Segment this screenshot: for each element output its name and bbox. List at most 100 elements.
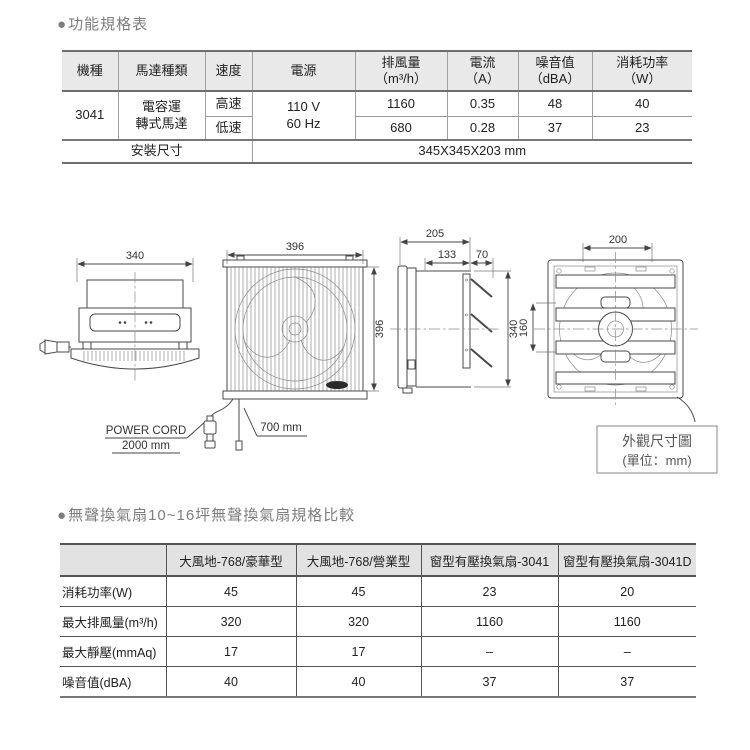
cell-value: 23	[420, 575, 559, 607]
cell-value: 320	[165, 606, 297, 637]
spec-airflow-low: 680	[354, 116, 448, 141]
rear-view-pitch-dim: 200	[609, 234, 627, 246]
noise-label: 噪音值	[535, 54, 575, 70]
compare-row-watt: 消耗功率(W) 45 45 23 20	[59, 575, 697, 607]
cell-value: 17	[165, 636, 297, 667]
side-view-height-dim: 340	[508, 320, 520, 338]
compare-header-row: 大風地-768/豪華型 大風地-768/營業型 窗型有壓換氣扇-3041 窗型有…	[59, 544, 697, 577]
section1-title: ●功能規格表	[57, 13, 148, 34]
cell-value: 17	[295, 636, 422, 667]
cell-value: –	[420, 636, 559, 667]
spec-watt-high: 40	[591, 91, 693, 117]
compare-row-pressure: 最大靜壓(mmAq) 17 17 – –	[59, 636, 697, 667]
compare-header-product2: 大風地-768/營業型	[295, 544, 422, 577]
plug-drawing	[203, 415, 217, 449]
indicator-dots	[118, 321, 153, 324]
cell-value: 45	[165, 575, 297, 607]
compare-header-blank	[59, 544, 167, 577]
compare-header-product3: 窗型有壓換氣扇-3041	[420, 544, 559, 577]
spec-row-low-speed: 低速 680 0.28 37 23	[62, 116, 693, 141]
cell-value: 40	[165, 666, 297, 697]
spec-current-low: 0.28	[446, 116, 519, 141]
cell-value: 320	[295, 606, 422, 637]
spec-row-high-speed: 3041 電容運 轉式馬達 高速 110 V 60 Hz 1160 0.35 4…	[61, 91, 693, 141]
motor-line1: 電容運	[141, 99, 181, 115]
spec-speed-low: 低速	[204, 116, 253, 141]
cell-value: 1160	[557, 606, 697, 637]
rear-view-cutout-dim: 160	[518, 319, 530, 337]
bullet-icon: ●	[57, 507, 68, 524]
compare-row-airflow: 最大排風量(m³/h) 320 320 1160 1160	[59, 606, 697, 637]
cell-value: 40	[295, 666, 422, 697]
cell-value: 20	[557, 575, 697, 607]
compare-header-product1: 大風地-768/豪華型	[165, 544, 297, 577]
power-cord-label: POWER CORD 2000 mm	[105, 420, 207, 454]
install-value: 345X345X203 mm	[251, 140, 693, 162]
caption-line1: 外觀尺寸圖	[622, 433, 692, 449]
spec-header-row: 機種 馬達種類 速度 電源 排風量 （m³/h） 電流 （A） 噪音值 （dBA…	[61, 52, 693, 92]
section1-title-text: 功能規格表	[68, 16, 149, 33]
side-view-depth-dim: 205	[426, 228, 444, 240]
spec-motor-value: 電容運 轉式馬達	[117, 91, 206, 141]
spec-header-motor: 馬達種類	[117, 52, 206, 92]
power-line2: 60 Hz	[286, 115, 321, 131]
cell-value: 37	[420, 666, 559, 697]
spec-noise-low: 37	[517, 116, 593, 141]
spec-speed-high: 高速	[204, 91, 253, 117]
bullet-icon: ●	[57, 16, 68, 33]
drawing-caption-box: 外觀尺寸圖 (單位：mm)	[596, 425, 718, 474]
spec-header-noise: 噪音值 （dBA）	[517, 52, 593, 92]
rear-cord	[676, 396, 696, 423]
spec-current-high: 0.35	[446, 91, 519, 117]
power-cord-text: POWER CORD	[106, 425, 187, 437]
section2-title-text: 無聲換氣扇10~16坪無聲換氣扇規格比較	[68, 507, 356, 524]
caption-line2: (單位：mm)	[622, 453, 691, 468]
compare-row-noise: 噪音值(dBA) 40 40 37 37	[59, 666, 697, 697]
cord-700-dim: 700 mm	[260, 422, 302, 434]
louver-blades	[470, 278, 493, 368]
spec-header-airflow: 排風量 （m³/h）	[354, 52, 448, 92]
pull-cord-knob	[235, 440, 243, 451]
noise-unit: （dBA）	[529, 71, 581, 86]
comparison-table: 大風地-768/豪華型 大風地-768/營業型 窗型有壓換氣扇-3041 窗型有…	[59, 543, 697, 698]
top-view-drawing: 340	[39, 250, 200, 382]
front-view-height-dim: 396	[374, 320, 386, 338]
spec-header-watt: 消耗功率 （W）	[591, 52, 693, 92]
current-unit: （A）	[465, 71, 500, 86]
side-view-louver-dim: 70	[476, 249, 488, 261]
spec-header-power: 電源	[251, 52, 356, 92]
section2-title: ●無聲換氣扇10~16坪無聲換氣扇規格比較	[57, 504, 355, 525]
spec-header-speed: 速度	[204, 52, 253, 92]
dimension-drawing: 340 POWER CORD 2000 mm	[39, 228, 718, 474]
rear-view-drawing: 200	[518, 234, 698, 423]
spec-model-value: 3041	[61, 91, 119, 141]
spec-airflow-high: 1160	[354, 91, 448, 117]
compare-header-product4: 窗型有壓換氣扇-3041D	[557, 544, 697, 577]
spec-header-current: 電流 （A）	[446, 52, 519, 92]
cell-value: –	[557, 636, 697, 667]
watt-unit: （W）	[623, 71, 662, 86]
power-line1: 110 V	[286, 99, 320, 115]
front-view-width-dim: 396	[286, 241, 304, 253]
row-label: 消耗功率(W)	[59, 575, 167, 607]
row-label: 最大靜壓(mmAq)	[59, 636, 167, 667]
current-label: 電流	[469, 54, 496, 70]
install-label: 安裝尺寸	[61, 140, 253, 162]
spec-power-value: 110 V 60 Hz	[251, 91, 356, 141]
cell-value: 37	[557, 666, 697, 697]
brand-logo-badge	[326, 381, 348, 389]
spec-header-model: 機種	[61, 52, 119, 92]
airflow-unit: （m³/h）	[374, 71, 427, 86]
side-view-body-dim: 133	[438, 249, 456, 261]
row-label: 噪音值(dBA)	[59, 666, 167, 697]
row-label: 最大排風量(m³/h)	[59, 606, 167, 637]
spec-table: 機種 馬達種類 速度 電源 排風量 （m³/h） 電流 （A） 噪音值 （dBA…	[61, 50, 693, 164]
corner-screws	[556, 266, 675, 392]
side-view-drawing: 205 133 70 340	[390, 228, 520, 394]
front-view-drawing: 396 396 700 mm	[203, 241, 386, 451]
top-view-width-dim: 340	[126, 250, 144, 262]
cell-value: 1160	[420, 606, 559, 637]
power-cord-length: 2000 mm	[122, 440, 170, 452]
spec-noise-high: 48	[517, 91, 593, 117]
